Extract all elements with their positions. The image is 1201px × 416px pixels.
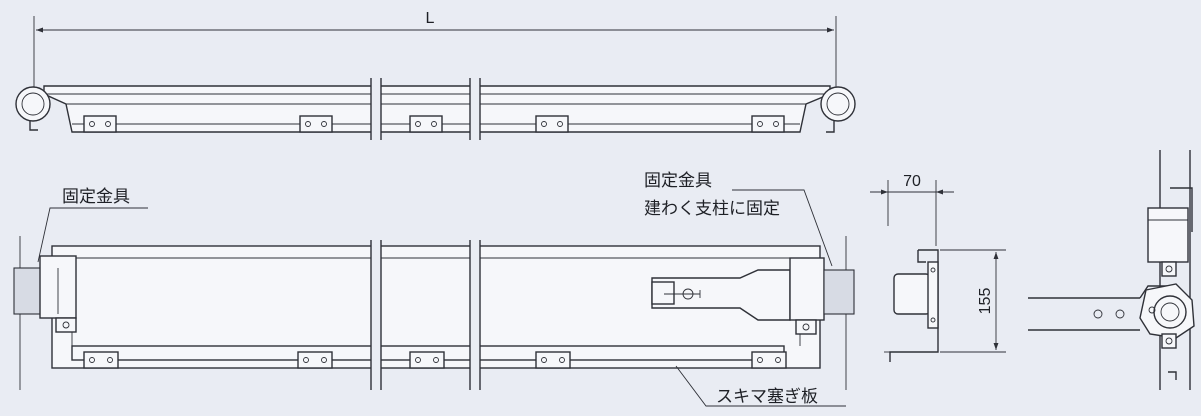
gap-board-label: スキマ塞ぎ板 [716, 387, 818, 407]
leader-left [37, 207, 148, 263]
fixing-bracket-left-label: 固定金具 [62, 187, 130, 207]
plan-brackets [83, 351, 787, 369]
length-dimension: L [33, 10, 837, 90]
fixing-bracket-left-shape [13, 255, 77, 333]
length-dim-label: L [426, 10, 435, 27]
height-dim-label: 155 [977, 288, 994, 315]
leader-gap-board [675, 365, 846, 407]
break-lines-plan [370, 240, 481, 390]
break-lines-top [370, 78, 481, 140]
fixing-note-label: 建わく支柱に固定 [644, 199, 780, 219]
width-dim-label: 70 [903, 173, 921, 190]
section-view: 70 155 [870, 173, 1006, 362]
fixing-bracket-right-label: 固定金具 [644, 171, 712, 191]
tube-clamp-left [15, 86, 51, 131]
fixing-bracket-right-shape [651, 257, 855, 335]
tube-clamp-right [820, 86, 856, 133]
plan-view: 固定金具 固定金具 建わく支柱に固定 スキマ塞ぎ板 [13, 171, 855, 407]
end-detail-view [1028, 150, 1195, 390]
leader-right [732, 189, 833, 267]
beam-brackets [83, 115, 785, 133]
side-elevation-view: L [15, 10, 856, 140]
